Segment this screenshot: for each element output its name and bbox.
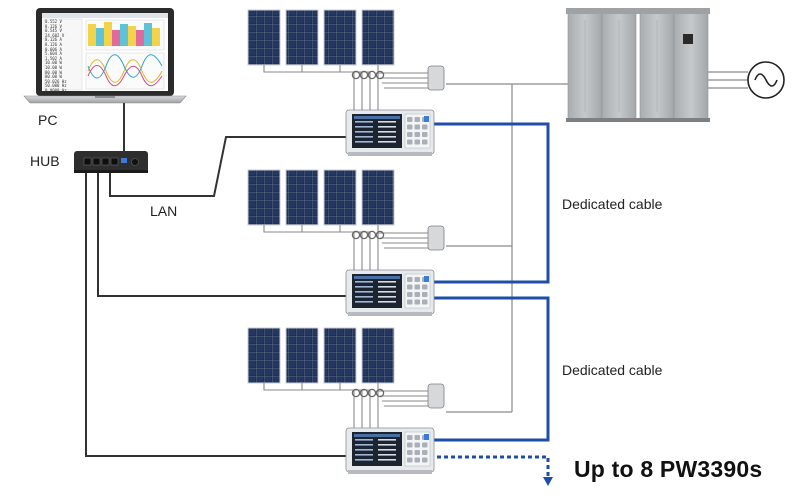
current-clamp-icon — [375, 388, 385, 398]
panel-wiring — [263, 65, 428, 110]
readout-line: 1.502 A — [45, 55, 62, 61]
measurement-group-2 — [247, 169, 445, 316]
readout-line: 8.126 A — [45, 41, 62, 47]
solar-panel-icon — [247, 9, 281, 66]
current-clamp-icon — [359, 70, 369, 80]
solar-panel-icon — [361, 9, 395, 66]
max-units-caption: Up to 8 PW3390s — [574, 456, 763, 482]
readout-line: 0.545 V — [45, 28, 62, 34]
current-clamp-icon — [375, 230, 385, 240]
laptop-icon — [23, 8, 187, 104]
laptop-waveform-chart — [85, 52, 165, 90]
readout-line: 0.0000 Hz — [45, 87, 67, 93]
readout-line: 8.126 V — [45, 23, 62, 29]
readout-line: 24.602 V — [45, 32, 65, 38]
power-analyzer-icon — [345, 269, 435, 316]
ac-output-wiring — [446, 71, 748, 413]
solar-panel-icon — [247, 327, 281, 384]
network-hub-icon — [74, 151, 148, 173]
pc-label: PC — [38, 112, 58, 128]
current-clamp-icon — [351, 70, 361, 80]
measurement-group-1 — [247, 9, 445, 156]
readout-line: 80.00 W — [45, 74, 62, 80]
lan-cables — [85, 103, 346, 457]
lan-label: LAN — [150, 203, 178, 219]
readout-line: 50.026 Hz — [45, 78, 67, 84]
solar-panel-icon — [285, 327, 319, 384]
solar-panel-icon — [285, 9, 319, 66]
current-clamp-icon — [367, 70, 377, 80]
inverter-cabinet-icon — [566, 8, 710, 122]
continuation-arrow-icon — [543, 477, 553, 486]
solar-panel-icon — [323, 327, 357, 384]
laptop-harmonics-chart — [85, 19, 165, 51]
current-clamp-icon — [351, 230, 361, 240]
current-clamp-icon — [359, 388, 369, 398]
solar-panel-icon — [361, 169, 395, 226]
solar-panel-icon — [361, 327, 395, 384]
solar-panel-icon — [323, 169, 357, 226]
panel-wiring — [263, 225, 428, 270]
current-clamp-icon — [359, 230, 369, 240]
readout-line: 80.00 W — [45, 69, 62, 75]
dedicated-cable-label-2: Dedicated cable — [562, 362, 663, 378]
junction-box-icon — [427, 383, 445, 409]
hub-label: HUB — [30, 153, 60, 169]
solar-panel-icon — [285, 169, 319, 226]
power-analyzer-icon — [345, 427, 435, 474]
power-analyzer-icon — [345, 109, 435, 156]
readout-line: 5.604 A — [45, 51, 62, 57]
readout-line: 0.606 A — [45, 46, 62, 52]
current-clamp-icon — [367, 230, 377, 240]
solar-panel-icon — [323, 9, 357, 66]
current-clamp-icon — [367, 388, 377, 398]
measurement-group-3 — [247, 327, 445, 474]
dedicated-cables — [430, 122, 550, 478]
current-clamp-icon — [351, 388, 361, 398]
junction-box-icon — [427, 65, 445, 91]
dedicated-cable-label-1: Dedicated cable — [562, 196, 663, 212]
ac-grid-icon — [747, 61, 785, 99]
readout-line: 10.00 W — [45, 64, 62, 70]
readout-line: 10.00 W — [45, 60, 62, 66]
readout-line: 50.000 Hz — [45, 83, 67, 89]
readout-line: 8.126 A — [45, 37, 62, 43]
current-clamp-icon — [375, 70, 385, 80]
panel-wiring — [263, 383, 428, 428]
readout-line: 0.552 V — [45, 19, 62, 24]
junction-box-icon — [427, 225, 445, 251]
solar-panel-icon — [247, 169, 281, 226]
